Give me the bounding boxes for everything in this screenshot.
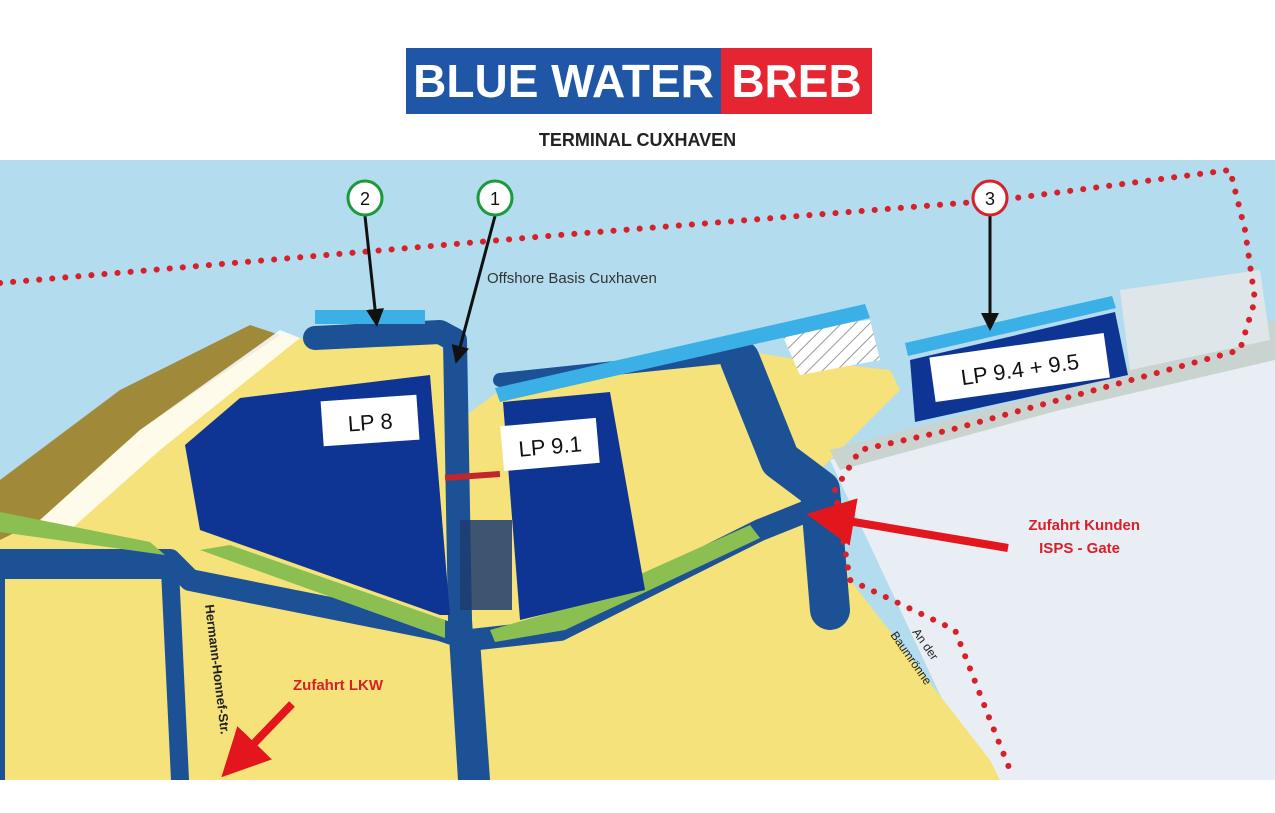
site-map: 2 1 3 Offshore Basis Cuxhaven LP 8 LP 9.…: [0, 160, 1275, 780]
customer-access-arrow: [806, 498, 1009, 552]
upper-right-pier: [1120, 270, 1270, 370]
green-strip-1: [0, 512, 165, 555]
bridge-bar: [444, 471, 501, 481]
plot-lp8-text: LP 8: [347, 408, 393, 436]
plot-label-lp8: LP 8: [320, 394, 420, 447]
quay-edge-lp8: [315, 310, 425, 324]
marker-3: 3: [971, 179, 1009, 217]
grey-area: [830, 340, 1275, 780]
quay-edge-lp91: [495, 304, 870, 402]
plot-label-lp91: LP 9.1: [500, 417, 600, 472]
brown-strip: [0, 325, 280, 540]
marker-1: 1: [476, 179, 514, 217]
boundary-line: [0, 166, 1259, 773]
logo-blue-part: BLUE WATER: [406, 48, 721, 114]
quay-edge-lp94: [905, 296, 1116, 356]
plot-lp91-text: LP 9.1: [518, 431, 583, 461]
marker-3-number: 3: [985, 189, 995, 209]
logo-red-part: BREB: [721, 48, 872, 114]
hatched-area: [780, 320, 880, 375]
customer-access-line1: Zufahrt Kunden: [1028, 517, 1140, 534]
plot-label-lp94: LP 9.4 + 9.5: [929, 332, 1110, 403]
marker-1-number: 1: [490, 189, 500, 209]
terminal-title: TERMINAL CUXHAVEN: [538, 130, 737, 150]
offshore-basis-label: Offshore Basis Cuxhaven: [487, 270, 657, 287]
gate-area: [460, 520, 512, 610]
pointer-1: [451, 215, 497, 364]
brand-logo: BLUE WATER BREB: [406, 48, 872, 114]
marker-2: 2: [346, 179, 384, 217]
pointer-2: [363, 215, 384, 327]
green-strip-2: [200, 545, 445, 638]
truck-access-arrow: [221, 701, 295, 778]
embankment: [40, 330, 300, 530]
truck-access-label: Zufahrt LKW: [293, 677, 384, 694]
customer-access-line2: ISPS - Gate: [1039, 540, 1120, 557]
marker-2-number: 2: [360, 189, 370, 209]
